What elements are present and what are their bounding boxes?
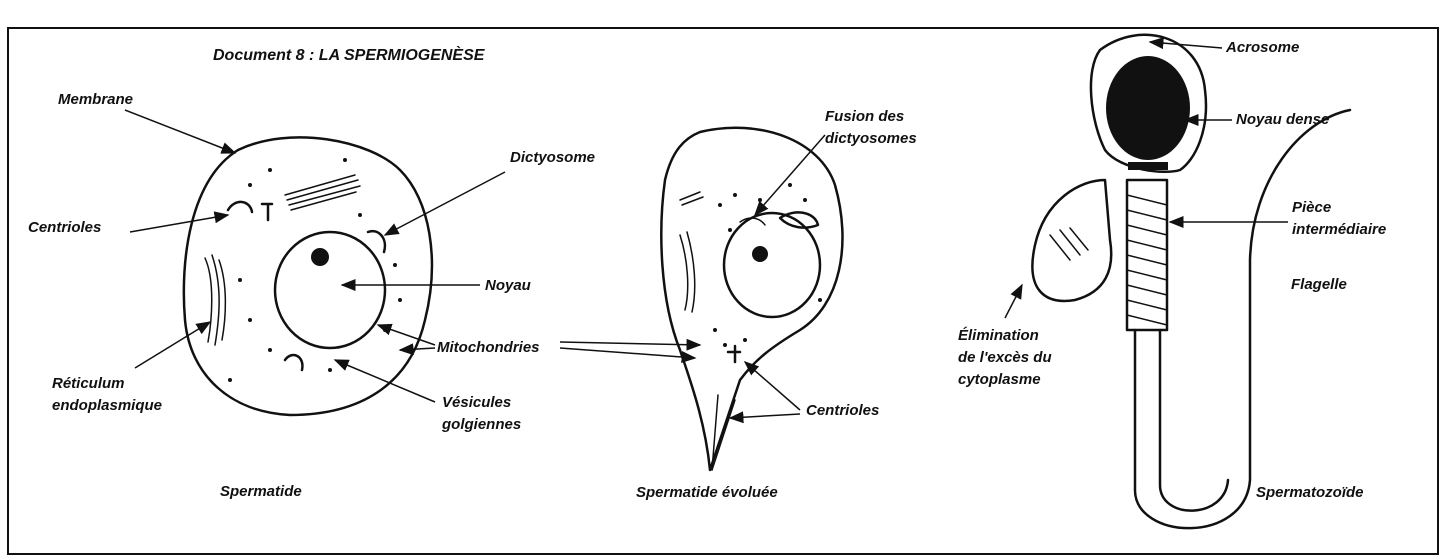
tail-inner <box>1160 330 1228 511</box>
label-elimination-1: Élimination <box>958 327 1039 344</box>
arrow-membrane <box>125 110 235 153</box>
arrow-elimination <box>1005 285 1022 318</box>
label-reticulum-1: Réticulum <box>52 375 125 392</box>
evolved-acrosome-vesicle <box>780 212 818 227</box>
label-elimination-2: de l'excès du <box>958 349 1052 366</box>
evolved-nucleolus <box>752 246 768 262</box>
label-vesicules-1: Vésicules <box>442 394 511 411</box>
spermatid-cell: Membrane Centrioles Dictyosome Noyau Rét… <box>28 91 595 500</box>
arrow-reticulum <box>135 322 210 368</box>
spermatid-nucleus <box>275 232 385 348</box>
neck <box>1128 162 1168 170</box>
spermatozoid: Acrosome Noyau dense Pièce intermédiaire… <box>958 35 1386 528</box>
midpiece <box>1127 180 1167 330</box>
spermatid-membrane <box>184 137 432 415</box>
spermatid-nucleolus <box>311 248 329 266</box>
label-flagelle: Flagelle <box>1291 276 1347 293</box>
arrow-dictyosome <box>385 172 505 235</box>
evolved-mitochondria <box>713 183 822 347</box>
label-dictyosome: Dictyosome <box>510 149 595 166</box>
evolved-centrioles <box>728 346 740 362</box>
label-reticulum-2: endoplasmique <box>52 397 162 414</box>
label-piece-2: intermédiaire <box>1292 221 1386 238</box>
centriole-pair <box>228 202 272 220</box>
endoplasmic-reticulum <box>205 255 225 345</box>
evolved-spermatid-cell: Fusion des dictyosomes Centrioles Sperma… <box>636 108 917 501</box>
caption-spermatozoide: Spermatozoïde <box>1256 484 1364 501</box>
arrow-fusion <box>755 135 825 215</box>
label-acrosome: Acrosome <box>1225 39 1299 56</box>
arrow-mito-2 <box>400 348 435 350</box>
evolved-er <box>680 232 695 312</box>
label-noyau: Noyau <box>485 277 531 294</box>
arrow-vesicules <box>335 360 435 402</box>
arrow-centrioles-right <box>745 362 800 410</box>
label-membrane: Membrane <box>58 91 133 108</box>
dense-nucleus <box>1106 56 1190 160</box>
arrow-centrioles-left <box>130 215 228 232</box>
label-vesicules-2: golgiennes <box>441 416 521 433</box>
label-fusion-2: dictyosomes <box>825 130 917 147</box>
dictyosome-crescent <box>368 231 385 252</box>
label-elimination-3: cytoplasme <box>958 371 1041 388</box>
residual-body <box>1032 180 1111 301</box>
arrow-acrosome <box>1150 42 1222 48</box>
label-fusion-1: Fusion des <box>825 108 904 125</box>
residual-organelles <box>1050 228 1088 260</box>
caption-spermatide-evoluee: Spermatide évoluée <box>636 484 778 501</box>
label-centrioles-left: Centrioles <box>28 219 101 236</box>
label-piece-1: Pièce <box>1292 199 1331 216</box>
golgi-crescent <box>285 355 302 370</box>
document-frame <box>8 28 1438 554</box>
label-centrioles-right: Centrioles <box>806 402 879 419</box>
label-noyau-dense: Noyau dense <box>1236 111 1329 128</box>
arrow-mito-1 <box>378 325 435 345</box>
caption-spermatide: Spermatide <box>220 483 302 500</box>
label-mitochondries: Mitochondries <box>437 339 540 356</box>
document-title: Document 8 : LA SPERMIOGENÈSE <box>213 45 486 64</box>
evolved-dictyosome <box>680 192 765 225</box>
dictyosome-stack <box>285 175 360 210</box>
arrow-centrioles-right-2 <box>730 414 800 418</box>
arrow-mito-4 <box>560 348 695 358</box>
